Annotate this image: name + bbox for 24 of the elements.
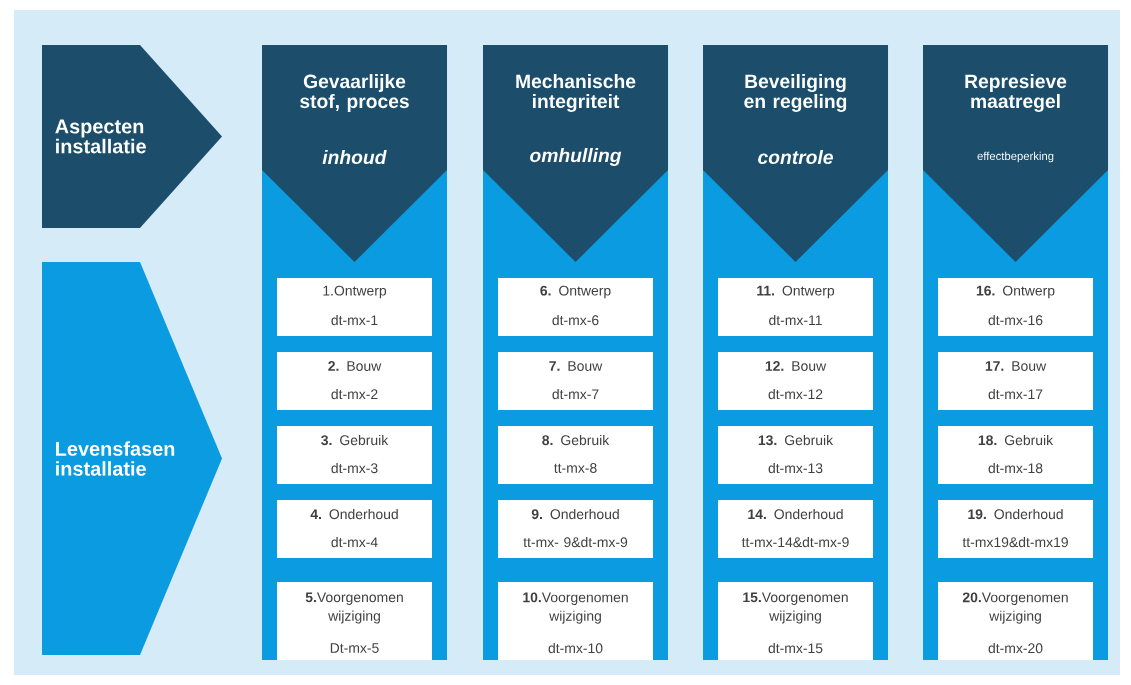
- phase-card: 7. Bouw dt-mx-7: [498, 352, 653, 410]
- phase-card: 20.Voorgenomen wijziging dt-mx-20: [938, 582, 1093, 660]
- phase-card: 15.Voorgenomen wijziging dt-mx-15: [718, 582, 873, 660]
- phase-card: 3. Gebruik dt-mx-3: [277, 426, 432, 484]
- phase-card: 19. Onderhoud tt-mx19&dt-mx19: [938, 500, 1093, 558]
- phase-card: 2. Bouw dt-mx-2: [277, 352, 432, 410]
- phase-card: 6. Ontwerp dt-mx-6: [498, 278, 653, 336]
- phase-card: 17. Bouw dt-mx-17: [938, 352, 1093, 410]
- chevron-header: Gevaarlijke stof, proces inhoud: [262, 45, 447, 262]
- phase-card: 13. Gebruik dt-mx-13: [718, 426, 873, 484]
- chevron-header: Mechanische integriteit omhulling: [483, 45, 668, 262]
- phase-card: 18. Gebruik dt-mx-18: [938, 426, 1093, 484]
- phase-card: 16. Ontwerp dt-mx-16: [938, 278, 1093, 336]
- phase-card: 1.Ontwerp dt-mx-1: [277, 278, 432, 336]
- phase-card: 9. Onderhoud tt-mx- 9&dt-mx-9: [498, 500, 653, 558]
- phase-card: 5.Voorgenomen wijziging Dt-mx-5: [277, 582, 432, 660]
- phase-card: 4. Onderhoud dt-mx-4: [277, 500, 432, 558]
- phase-card: 8. Gebruik tt-mx-8: [498, 426, 653, 484]
- chevron-header: Beveiliging en regeling controle: [703, 45, 888, 262]
- phase-card: 12. Bouw dt-mx-12: [718, 352, 873, 410]
- phase-card: 11. Ontwerp dt-mx-11: [718, 278, 873, 336]
- phase-card: 14. Onderhoud tt-mx-14&dt-mx-9: [718, 500, 873, 558]
- phase-card: 10.Voorgenomen wijziging dt-mx-10: [498, 582, 653, 660]
- chevron-header: Represieve maatregel effectbeperking: [923, 45, 1108, 262]
